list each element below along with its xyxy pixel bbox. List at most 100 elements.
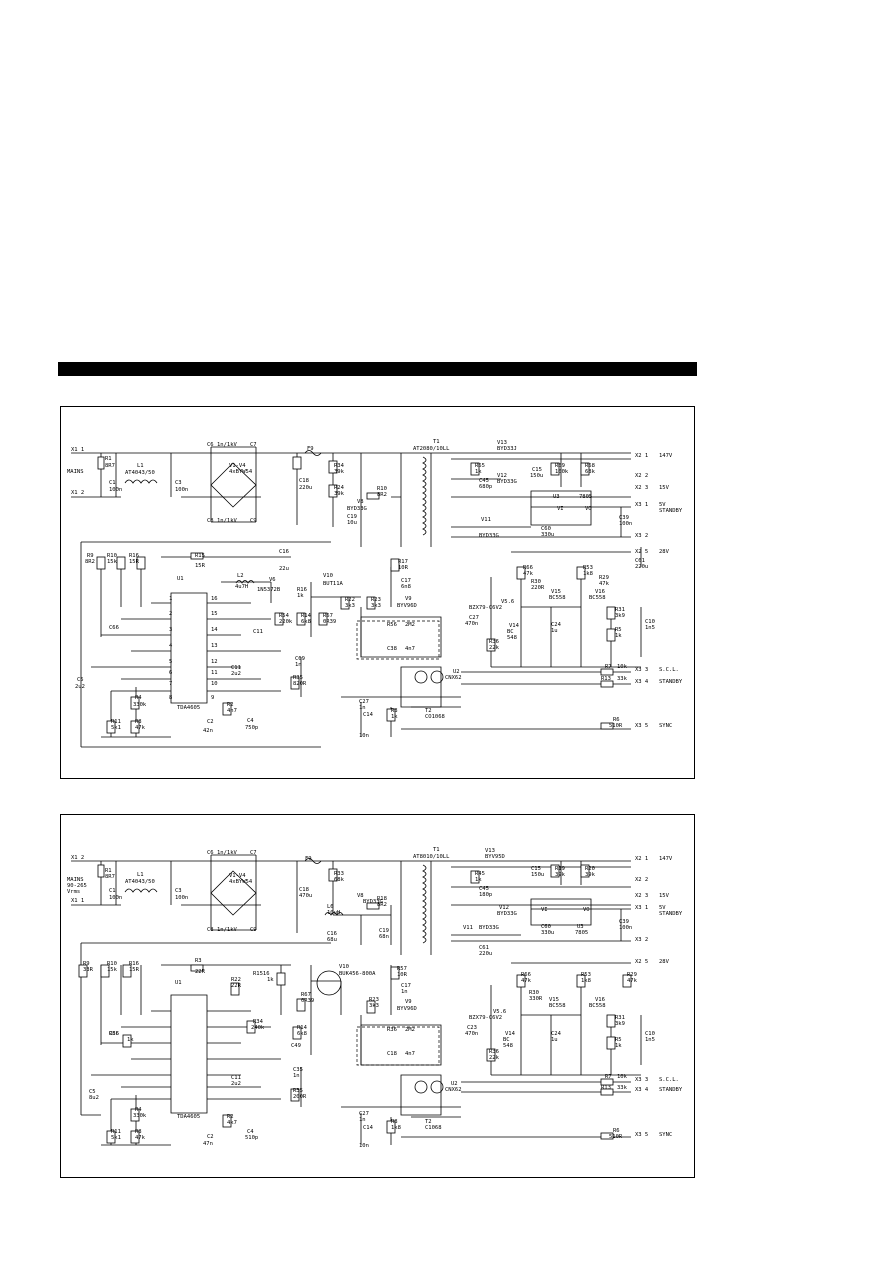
schematic-label: T1 xyxy=(433,847,440,853)
schematic-label: X1 1 xyxy=(71,898,84,904)
schematic-label: 39k xyxy=(334,469,345,475)
schematic-label: C61 xyxy=(479,945,489,951)
schematic-label: AT4043/50 xyxy=(125,470,155,476)
schematic-label: C11 xyxy=(253,629,263,635)
schematic-label: V15 xyxy=(551,589,561,595)
schematic-label: X1 2 xyxy=(71,490,84,496)
schematic-label: X3 4 xyxy=(635,1087,649,1093)
schematic-label: C10 xyxy=(645,1031,655,1037)
schematic-label: R1516 xyxy=(253,971,270,977)
schematic-label: 1 xyxy=(169,596,172,602)
schematic-label: R4 xyxy=(135,695,142,701)
schematic-label: 100n xyxy=(619,925,632,931)
schematic-label: 1n/1kV xyxy=(217,518,238,524)
schematic-label: C3 xyxy=(175,888,182,894)
schematic-label: 28V xyxy=(659,959,670,965)
schematic-label: 147V xyxy=(659,453,673,459)
schematic-label: 1k8 xyxy=(581,978,591,984)
schematic-label: R56 xyxy=(387,622,397,628)
schematic-label: C2 xyxy=(207,1134,214,1140)
schematic-label: 330R xyxy=(529,996,543,1002)
schematic-label: R4 xyxy=(135,1107,142,1113)
schematic-label: 5 xyxy=(169,659,172,665)
schematic-label: F9 xyxy=(307,446,314,452)
schematic-label: 10k xyxy=(617,1074,628,1080)
schematic-label: 470n xyxy=(465,621,478,627)
schematic-label: 4k7 xyxy=(227,1120,237,1126)
schematic-label: BC558 xyxy=(589,595,606,601)
schematic-label: S.C.L. xyxy=(659,1077,679,1083)
schematic-label: R9 xyxy=(83,961,90,967)
schematic-label: 22u xyxy=(279,566,289,572)
schematic-label: 8R2 xyxy=(377,492,387,498)
schematic-label: 10R xyxy=(397,972,408,978)
schematic-label: 6k8 xyxy=(301,619,311,625)
schematic-label: X3 4 xyxy=(635,679,649,685)
schematic-label: CO1068 xyxy=(425,714,445,720)
schematic-label: 510R xyxy=(609,1134,623,1140)
schematic-label: 33k xyxy=(617,676,628,682)
schematic-label: BYD33G xyxy=(497,911,517,917)
schematic-label: 750p xyxy=(245,725,258,731)
schematic-label: 11 xyxy=(211,670,218,676)
schematic-label: C27 xyxy=(359,1111,369,1117)
schematic-label: BZX79-C6V2 xyxy=(469,605,502,611)
schematic-label: V16 xyxy=(595,589,605,595)
schematic-label: BYD33G xyxy=(347,506,367,512)
schematic-label: R8 xyxy=(391,1119,398,1125)
schematic-label: V10 xyxy=(323,573,333,579)
schematic-label: R22 xyxy=(231,977,241,983)
schematic-label: C66 xyxy=(109,625,119,631)
schematic-label: R36 xyxy=(489,1049,499,1055)
schematic-label: R15 xyxy=(195,553,205,559)
schematic-label: TDA4605 xyxy=(177,1114,200,1120)
schematic-label: V13 xyxy=(497,440,507,446)
schematic-label: 2u2 xyxy=(75,684,85,690)
schematic-label: C24 xyxy=(551,622,562,628)
schematic-label: 1k xyxy=(391,714,398,720)
schematic-label: U2 xyxy=(451,1081,458,1087)
schematic-label: 10R xyxy=(398,565,409,571)
schematic-label: V12 xyxy=(499,905,509,911)
schematic-label: 15V xyxy=(659,485,670,491)
schematic-label: C45 xyxy=(479,886,489,892)
schematic-label: 1k8 xyxy=(391,1125,401,1131)
schematic-label: 1k xyxy=(615,1043,622,1049)
schematic-label: 220k xyxy=(279,619,293,625)
schematic-label: 10n xyxy=(359,1143,369,1149)
schematic-label: C7 xyxy=(250,442,257,448)
schematic-label: C38 xyxy=(387,646,397,652)
schematic-label: R10 xyxy=(107,961,117,967)
schematic-label: F9 xyxy=(305,856,312,862)
schematic-label: 33R xyxy=(83,967,94,973)
schematic-label: R3 xyxy=(195,958,202,964)
schematic-label: R11 xyxy=(111,1129,121,1135)
schematic-label: R24 xyxy=(334,485,345,491)
schematic-label: 15V xyxy=(659,893,670,899)
schematic-label: R35 xyxy=(293,1088,303,1094)
schematic-label: X2 3 xyxy=(635,485,648,491)
schematic-label: R16 xyxy=(297,587,307,593)
schematic-label: 4n7 xyxy=(405,646,415,652)
schematic-label: V15 xyxy=(549,997,559,1003)
schematic-label: BC558 xyxy=(589,1003,606,1009)
schematic-label: Vrms xyxy=(67,889,80,895)
schematic-label: U3 xyxy=(553,494,560,500)
schematic-label: 2M2 xyxy=(405,622,415,628)
schematic-label: 1n xyxy=(359,705,366,711)
components xyxy=(78,858,632,1144)
labels: X1 1R18R7MAINSL1AT4043/50C1100nC3100nX1 … xyxy=(67,439,683,739)
schematic-label: X2 2 xyxy=(635,877,648,883)
schematic-label: V14 xyxy=(509,623,520,629)
schematic-label: X2 1 xyxy=(635,453,648,459)
labels: X1 2R18R7MAINS90-265VrmsL1AT4043/50C1100… xyxy=(67,847,683,1149)
schematic-label: V16 xyxy=(595,997,605,1003)
schematic-label: 13 xyxy=(211,643,218,649)
schematic-label: 22R xyxy=(231,983,242,989)
schematic-label: 22R xyxy=(195,969,206,975)
schematic-label: 1n xyxy=(401,989,408,995)
schematic-label: V14 xyxy=(505,1031,516,1037)
schematic-label: V5.6 xyxy=(501,599,514,605)
schematic-label: 68k xyxy=(585,469,596,475)
schematic-label: X3 2 xyxy=(635,937,648,943)
